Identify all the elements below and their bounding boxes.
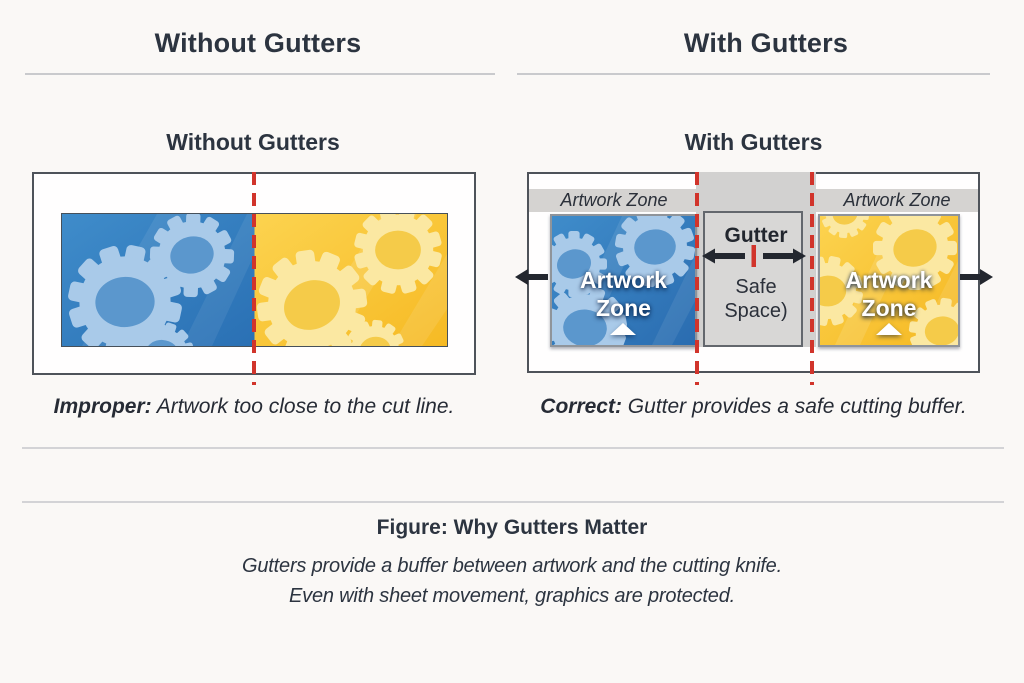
right-caption-text: Gutter provides a safe cutting buffer. (621, 395, 967, 418)
blue-zone-line1: Artwork (580, 267, 667, 293)
gear-icon (820, 216, 870, 239)
gear-icon (130, 322, 194, 346)
yellow-zone-line2: Zone (861, 295, 917, 321)
header-divider-right (517, 73, 990, 75)
left-caption: Improper: Artwork too close to the cut l… (32, 395, 476, 419)
yellow-zone-label: Artwork Zone (818, 266, 960, 322)
left-caption-lead: Improper: (53, 395, 152, 418)
yellow-zone-up-triangle-icon (876, 323, 902, 335)
cut-line-dashed-right (810, 172, 814, 385)
gear-icon (256, 249, 368, 346)
gutter-space-label: Space) (724, 300, 788, 322)
gutter-safe-label: Safe (735, 276, 777, 298)
left-artwork-graphic (62, 214, 447, 346)
left-arrow-icon (515, 269, 548, 285)
header-divider-left (25, 73, 495, 75)
gear-icon (820, 256, 863, 326)
blue-zone-up-triangle-icon (610, 323, 636, 335)
gear-icon (614, 216, 695, 288)
cut-line-dashed-left (695, 172, 699, 385)
right-caption: Correct: Gutter provides a safe cutting … (527, 395, 980, 419)
artwork-zone-band-right (816, 189, 978, 212)
gear-icon (908, 297, 958, 345)
gutter-label: Gutter (724, 224, 788, 247)
left-panel-title: Without Gutters (166, 129, 340, 155)
gear-icon (344, 319, 404, 346)
right-panel-title: With Gutters (684, 129, 823, 155)
figure-caption-line2: Even with sheet movement, graphics are p… (289, 585, 735, 607)
cut-line-dashed (252, 172, 256, 385)
figure-caption-line1: Gutters provide a buffer between artwork… (242, 555, 782, 577)
column-header-with-gutters: With Gutters (683, 28, 849, 58)
footer-divider-bottom (22, 501, 1004, 503)
gear-icon (149, 214, 235, 298)
blue-zone-label: Artwork Zone (550, 266, 697, 322)
footer-divider-top (22, 447, 1004, 449)
gear-icon (552, 285, 628, 345)
band-label-right: Artwork Zone (843, 190, 951, 210)
gutter-width-arrow-icon (702, 245, 806, 267)
left-caption-text: Artwork too close to the cut line. (151, 395, 455, 418)
right-caption-lead: Correct: (540, 395, 622, 418)
right-arrow-icon (960, 269, 993, 285)
band-label-left: Artwork Zone (560, 190, 668, 210)
blue-zone-line2: Zone (596, 295, 651, 321)
gear-icon (552, 231, 607, 297)
right-yellow-graphic (820, 216, 958, 345)
gear-icon (873, 216, 957, 290)
right-yellow-artwork (818, 214, 960, 347)
figure-caption-title: Figure: Why Gutters Matter (376, 516, 648, 539)
artwork-zone-band-left (529, 189, 699, 212)
yellow-zone-line1: Artwork (845, 267, 933, 293)
gutter-safe-space-box (703, 211, 803, 347)
gear-icon (354, 214, 442, 294)
column-header-without-gutters: Without Gutters (154, 28, 362, 58)
